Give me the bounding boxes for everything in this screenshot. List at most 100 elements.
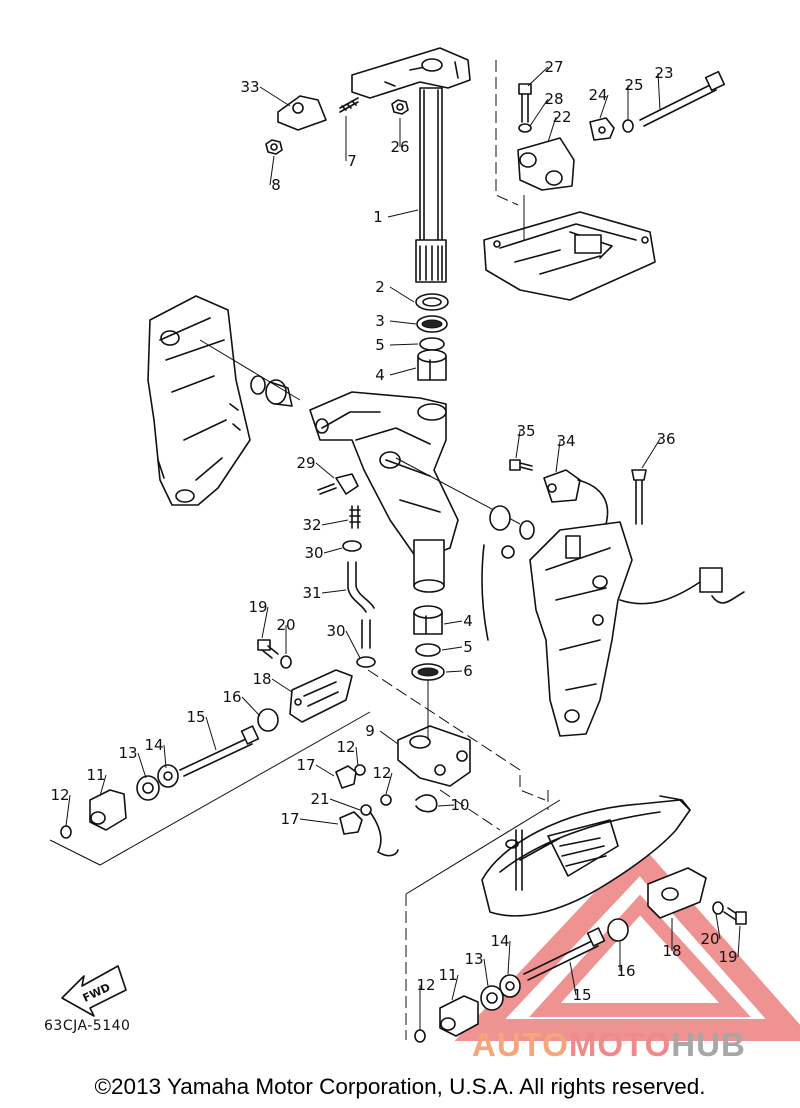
callout-leader-5 <box>441 646 463 651</box>
callout-32: 32 <box>302 516 321 534</box>
callout-leader-6 <box>445 670 463 673</box>
part-19-right-bolt <box>723 907 747 925</box>
callout-leader-31 <box>321 589 347 594</box>
callout-20: 20 <box>276 616 295 634</box>
callout-14: 14 <box>490 932 509 950</box>
callout-leader-4 <box>443 620 463 625</box>
watermark-part1: AUTO <box>472 1026 569 1063</box>
part-16-right-collar <box>607 918 629 942</box>
part-14-right-washer <box>499 974 521 998</box>
watermark-triangle-logo <box>454 843 800 1041</box>
tilt-pin-collar <box>250 375 293 407</box>
callout-6: 6 <box>463 662 473 680</box>
part-3-seal <box>416 315 448 333</box>
callout-leader-17 <box>299 818 339 825</box>
callout-leader-12 <box>65 794 71 827</box>
callout-36: 36 <box>656 430 675 448</box>
callout-5: 5 <box>463 638 473 656</box>
sensor-wire-connector <box>619 567 745 605</box>
steering-shaft-assembly <box>351 47 471 283</box>
callout-leader-3 <box>389 320 417 325</box>
callout-leader-18 <box>271 678 293 693</box>
callout-35: 35 <box>516 422 535 440</box>
callout-leader-20 <box>715 913 721 940</box>
callout-3: 3 <box>375 312 385 330</box>
callout-leader-11 <box>451 974 459 1001</box>
watermark-part2: MOTO <box>568 1026 672 1063</box>
callout-1: 1 <box>373 208 383 226</box>
callout-7: 7 <box>347 152 357 170</box>
callout-20: 20 <box>700 930 719 948</box>
callout-leader-4 <box>389 367 417 376</box>
callout-leader-5 <box>389 343 419 346</box>
part-9-steering-yoke <box>397 725 471 787</box>
callout-13: 13 <box>464 950 483 968</box>
fwd-direction-arrow: FWD <box>61 965 127 1017</box>
part-34-trim-sensor <box>543 469 609 525</box>
part-15-right-bolt <box>523 927 606 981</box>
part-11-right-mount-rubber <box>439 995 479 1037</box>
part-20-washer <box>280 655 292 669</box>
part-6-seal <box>411 663 445 681</box>
callout-leader-15 <box>569 961 577 996</box>
part-10-circlip <box>415 794 438 813</box>
callout-leader-16 <box>241 696 261 717</box>
part-16-collar <box>257 708 279 732</box>
callout-18: 18 <box>252 670 271 688</box>
part-33-bracket <box>277 95 327 131</box>
callout-leader-22 <box>547 116 557 143</box>
callout-leader-23 <box>657 72 661 111</box>
part-31-hose <box>347 561 375 649</box>
callout-17: 17 <box>296 756 315 774</box>
callout-31: 31 <box>302 584 321 602</box>
callout-18: 18 <box>662 942 681 960</box>
callout-leader-30 <box>345 630 361 659</box>
ground-lead <box>481 544 489 641</box>
part-21-ground-wire <box>360 804 399 857</box>
callout-16: 16 <box>616 962 635 980</box>
callout-leader-21 <box>329 798 361 811</box>
part-18-lower-mount-cover <box>289 669 353 723</box>
watermark-part3: HUB <box>671 1026 746 1063</box>
part-36-cable-tie <box>631 469 647 525</box>
part-12-washers-yoke <box>354 764 392 806</box>
callout-leader-35 <box>515 430 521 459</box>
callout-leader-15 <box>205 716 217 751</box>
callout-leader-30 <box>323 547 343 554</box>
upper-mount-cover <box>483 211 656 301</box>
callout-leader-12 <box>385 772 393 795</box>
part-4-bushing <box>417 349 447 381</box>
part-12-right-nut <box>414 1029 426 1043</box>
callout-leader-28 <box>529 98 549 127</box>
left-clamp-bracket <box>147 295 251 506</box>
callout-leader-29 <box>315 462 335 479</box>
callout-leader-11 <box>99 774 107 797</box>
callout-14: 14 <box>144 736 163 754</box>
part-4-lower-bushing <box>413 605 443 635</box>
part-20-right-washer <box>712 901 724 915</box>
callout-13: 13 <box>118 744 137 762</box>
callout-30: 30 <box>326 622 345 640</box>
callout-12: 12 <box>336 738 355 756</box>
part-30-clip-upper <box>342 540 362 552</box>
callout-15: 15 <box>186 708 205 726</box>
swivel-bracket <box>309 391 459 593</box>
callout-4: 4 <box>463 612 473 630</box>
callout-leader-17 <box>315 764 335 777</box>
callout-17: 17 <box>280 810 299 828</box>
callout-15: 15 <box>572 986 591 1004</box>
callout-11: 11 <box>438 966 457 984</box>
callout-leader-13 <box>137 752 147 779</box>
callout-12: 12 <box>50 786 69 804</box>
part-17-cap-upper <box>335 765 357 789</box>
part-30-clip-lower <box>356 656 376 668</box>
callout-12: 12 <box>416 976 435 994</box>
part-17-cap-lower <box>339 811 363 835</box>
callout-leader-10 <box>437 804 455 807</box>
callout-leader-8 <box>269 155 275 186</box>
callout-23: 23 <box>654 64 673 82</box>
part-26-nut <box>391 99 409 115</box>
callout-leader-19 <box>261 606 269 639</box>
part-22-mount-rubber <box>517 137 575 191</box>
